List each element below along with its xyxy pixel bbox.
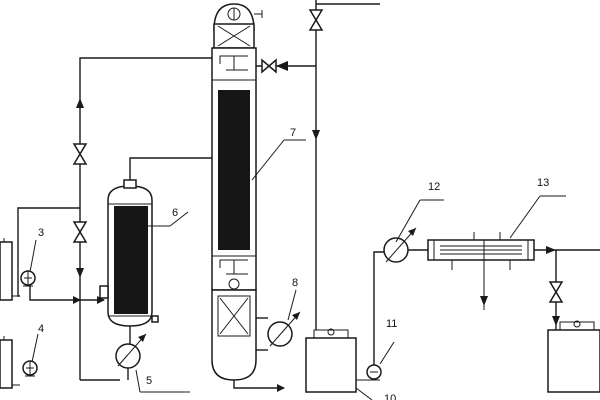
condensate-riser <box>308 0 380 330</box>
pump-5 <box>115 333 147 369</box>
label-3: 3 <box>38 227 44 239</box>
label-4: 4 <box>38 323 44 335</box>
heat-exchanger-13 <box>427 232 535 310</box>
label-5: 5 <box>146 375 152 387</box>
pump-4 <box>22 360 38 377</box>
label-7: 7 <box>290 127 296 139</box>
receiver-tank-10 <box>305 328 373 400</box>
product-tank <box>547 320 600 393</box>
label-10: 10 <box>384 393 396 400</box>
reflux-line <box>256 58 316 74</box>
pipe-6-to-7 <box>129 157 212 180</box>
gate-valve-left-lower <box>72 221 88 243</box>
feed-tank-lower <box>0 336 20 389</box>
pipe-11-to-12 <box>373 251 384 365</box>
label-6: 6 <box>172 207 178 219</box>
label-12: 12 <box>428 181 440 193</box>
leader-lines <box>29 139 566 393</box>
adsorber-column-6 <box>99 179 159 327</box>
flow-arrow-up-1 <box>76 98 84 108</box>
column-7-bottom-outlet <box>233 380 285 392</box>
flow-arrow-down-1 <box>76 268 84 278</box>
heater-12 <box>383 227 417 263</box>
gate-valve-left-upper <box>72 143 88 165</box>
feed-tank-upper <box>0 238 20 301</box>
label-8: 8 <box>292 277 298 289</box>
pump-8 <box>256 311 301 351</box>
pump-3 <box>20 270 36 287</box>
feed-line-upper <box>17 207 81 304</box>
pump-11 <box>356 364 382 381</box>
main-column-7 <box>211 3 263 381</box>
label-13: 13 <box>537 177 549 189</box>
pipe-13-outlet <box>534 246 600 330</box>
label-11: 11 <box>386 318 397 330</box>
